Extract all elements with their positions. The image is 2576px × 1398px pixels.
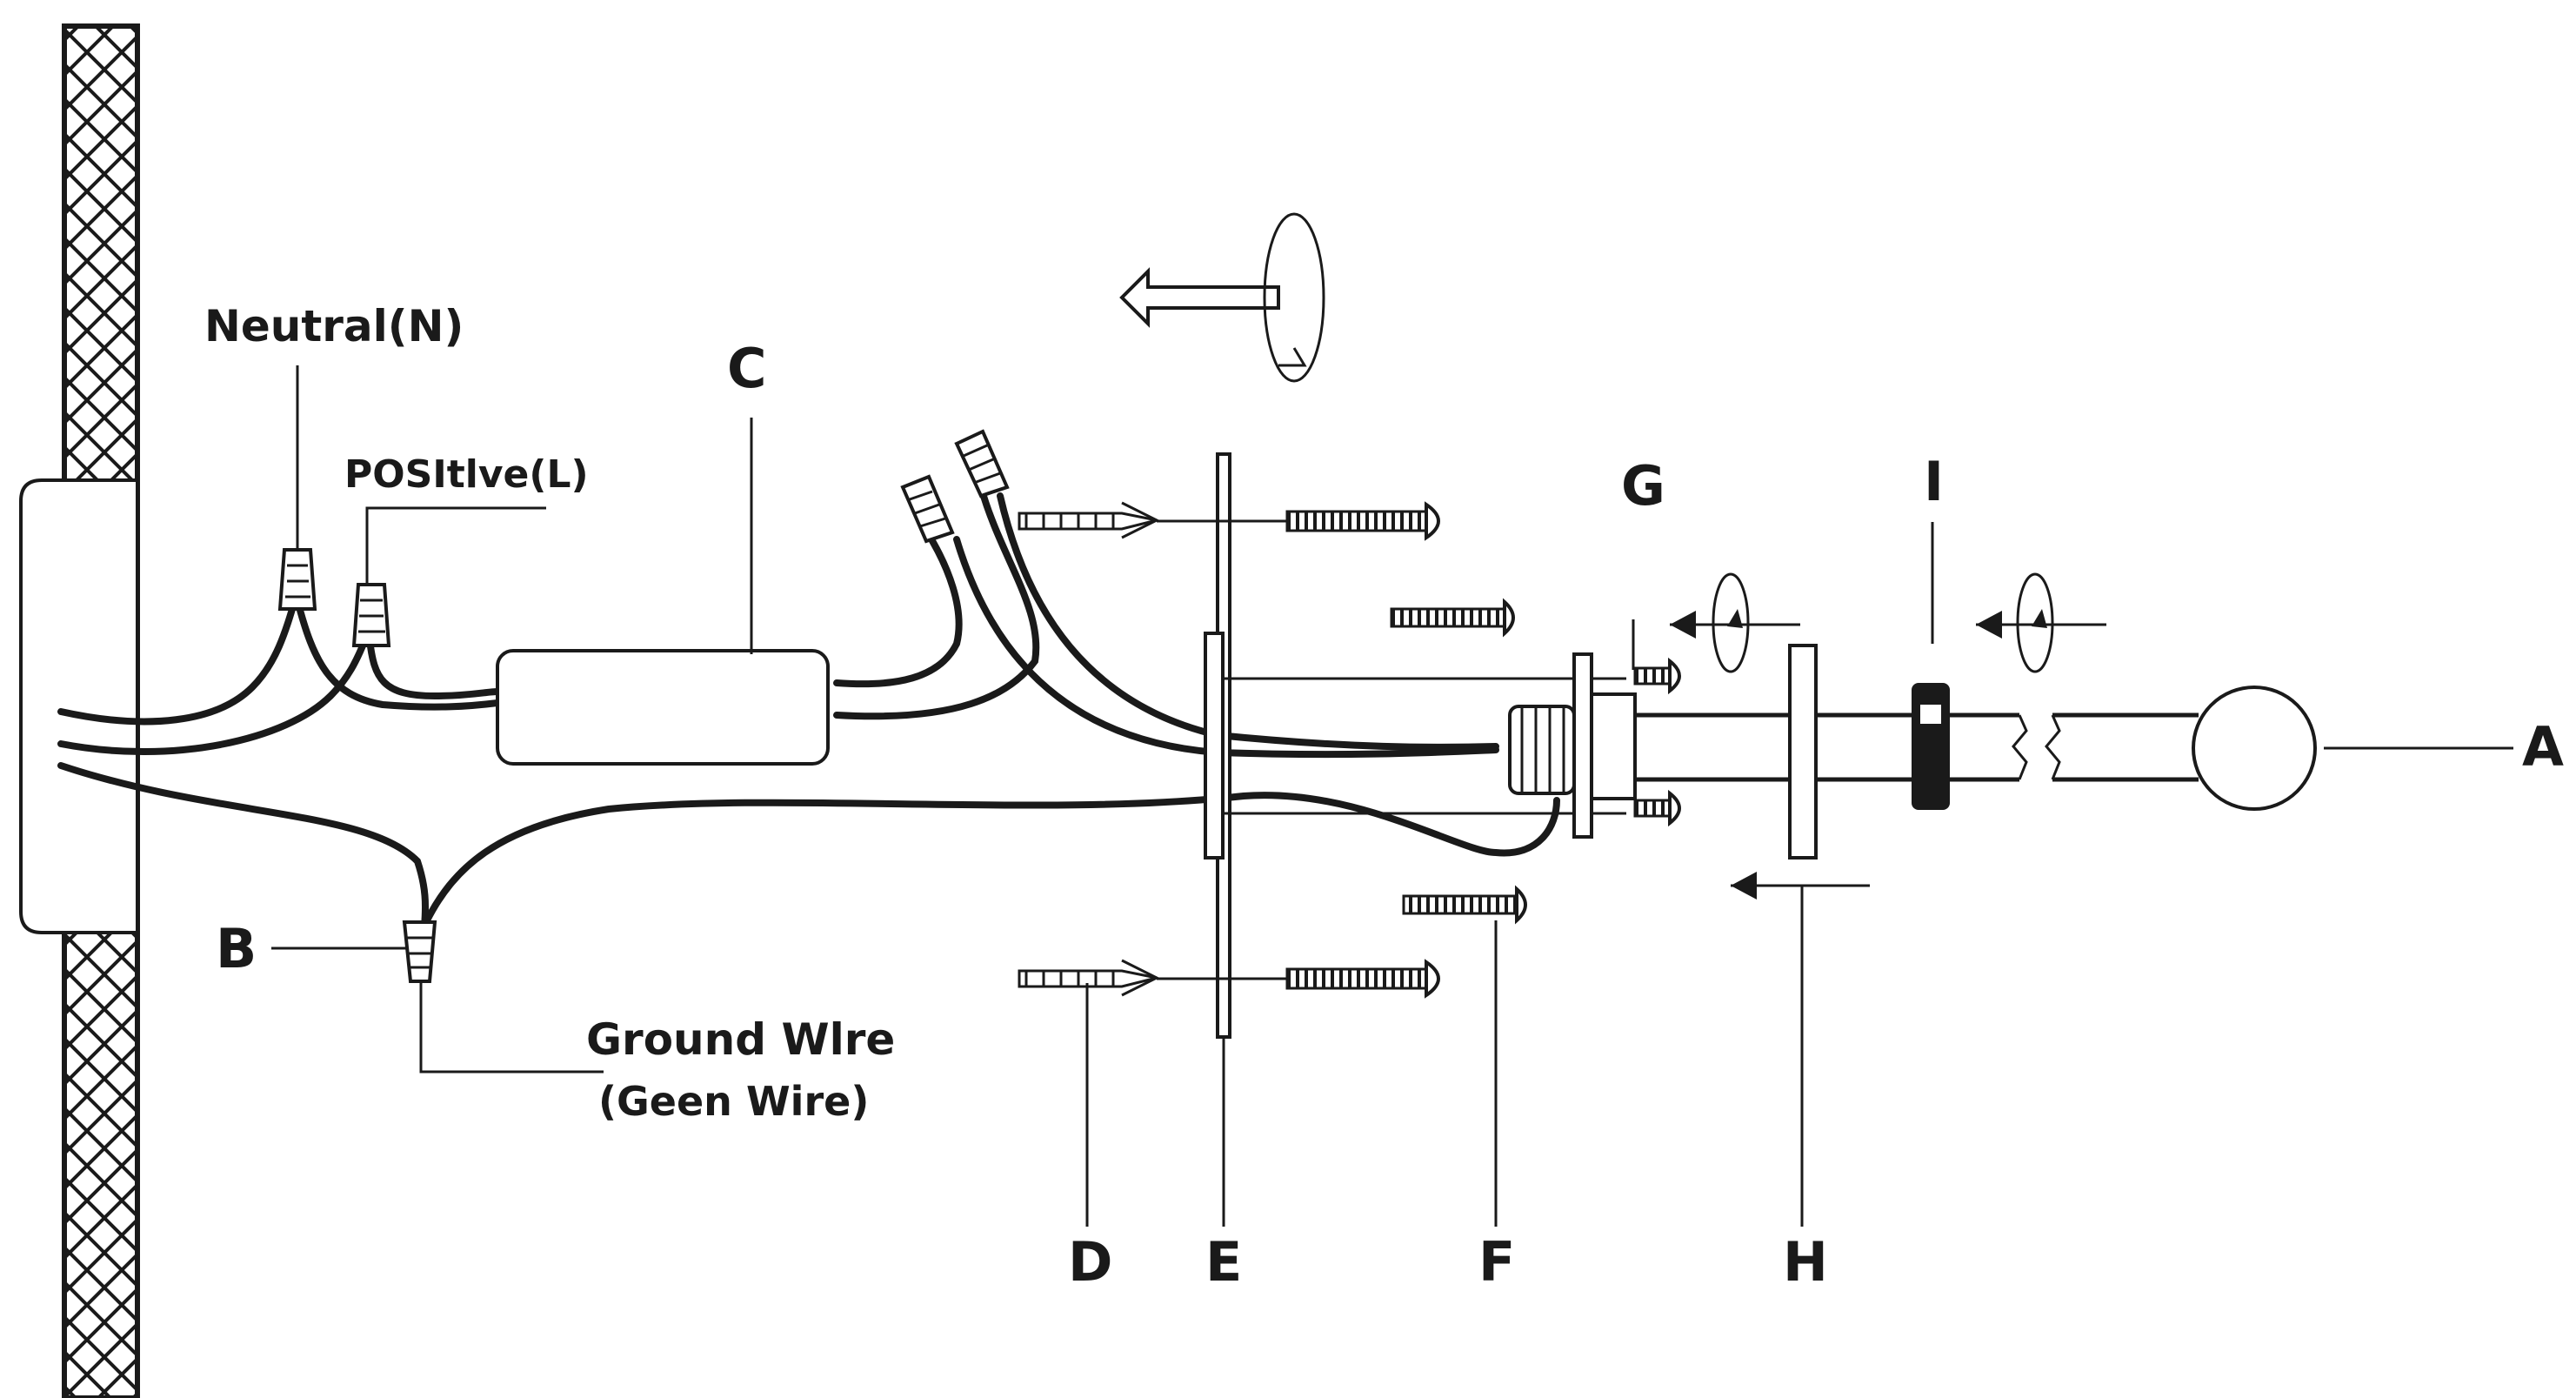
wire-nut-output-1 <box>900 474 955 544</box>
fixture-rod <box>1635 686 2317 811</box>
labels: Neutral(N) POSItlve(L) C A B Ground Wlre… <box>204 301 2564 1294</box>
arrow-h <box>1731 872 1870 900</box>
wire-nut-ground <box>402 920 437 983</box>
label-d: D <box>1068 1230 1112 1294</box>
wire-nut-positive <box>351 583 391 647</box>
label-a: A <box>2522 715 2564 779</box>
screw-f-upper <box>1390 598 1515 638</box>
lock-nut <box>1912 683 1950 810</box>
wire-nut-neutral <box>277 548 317 611</box>
rotation-icon-g <box>1712 572 1750 673</box>
driver-box <box>496 649 830 766</box>
label-g: G <box>1621 454 1665 518</box>
label-ground-wire-note: (Geen Wire) <box>598 1078 869 1125</box>
leader-lines <box>271 365 2513 1227</box>
screw-f-lower <box>1402 885 1527 925</box>
label-i: I <box>1924 450 1944 513</box>
rotation-icon-top <box>1263 212 1325 383</box>
label-c: C <box>727 337 767 400</box>
label-f: F <box>1478 1230 1515 1294</box>
mounting-bracket <box>1508 652 1637 839</box>
junction-box <box>19 478 139 934</box>
label-h: H <box>1783 1230 1828 1294</box>
plate-screw-bottom <box>1157 959 1440 999</box>
canopy-plate <box>1204 452 1626 1039</box>
assembly-arrow-top <box>1119 267 1280 328</box>
canopy-cover <box>1788 644 1818 860</box>
wall-anchor-bottom <box>1018 959 1160 997</box>
label-b: B <box>216 917 257 980</box>
label-e: E <box>1205 1230 1242 1294</box>
label-positive: POSItlve(L) <box>344 452 589 497</box>
rotation-icon-i <box>2016 572 2054 673</box>
wall-anchor-top <box>1018 501 1160 539</box>
wire-nut-output-2 <box>954 429 1010 498</box>
label-neutral: Neutral(N) <box>204 301 464 351</box>
bracket-screw-top <box>1633 657 1681 695</box>
plate-screw-top <box>1157 501 1440 541</box>
bracket-screw-bottom <box>1633 789 1681 827</box>
label-ground-wire: Ground Wlre <box>586 1014 895 1065</box>
